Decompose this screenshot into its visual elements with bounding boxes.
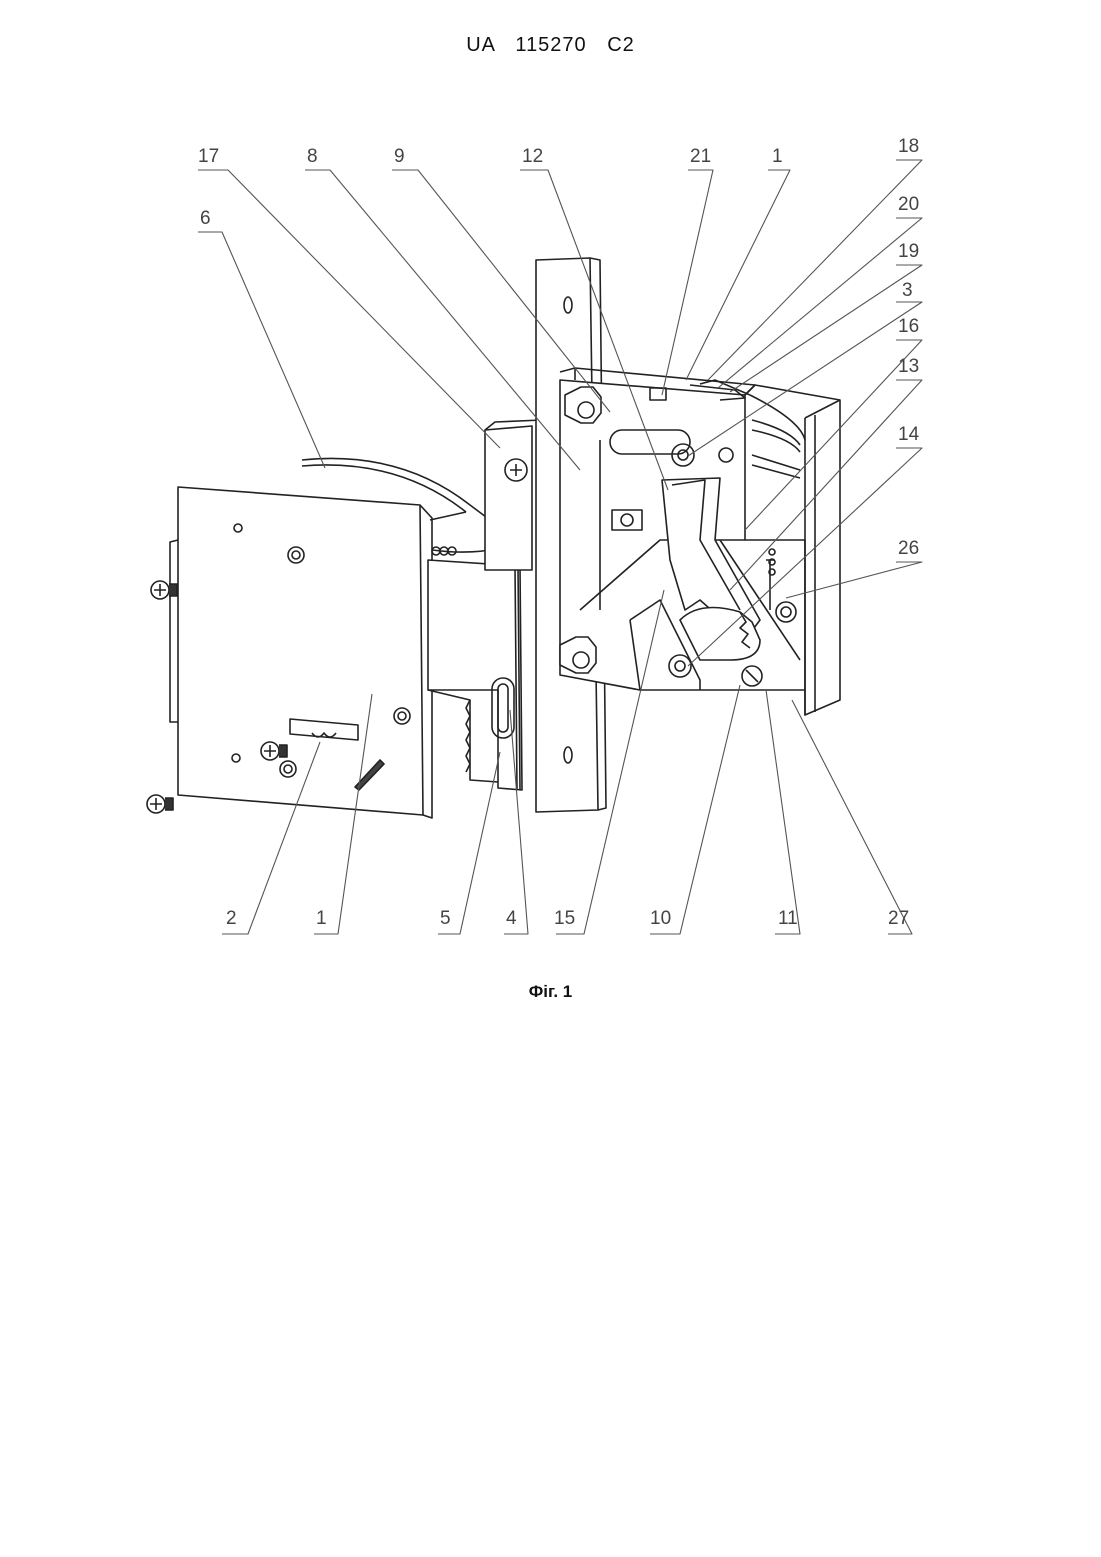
callout-label: 18 [898,136,919,157]
callout-label: 8 [307,146,318,167]
callout-label: 14 [898,424,920,445]
callout-label: 17 [198,146,219,167]
callout-label: 4 [506,908,517,929]
callout-label: 27 [888,908,909,929]
lock-housing [560,368,840,715]
callout-label: 15 [554,908,575,929]
callout-label: 3 [902,280,913,301]
callout-label: 11 [778,908,798,929]
callout-label: 19 [898,241,919,262]
callout-label: 1 [316,908,327,929]
callout-label: 9 [394,146,405,167]
callout-label: 21 [690,146,711,167]
callout-label: 2 [226,908,237,929]
callout-label: 12 [522,146,543,167]
callout-label: 6 [200,208,211,229]
latch-bolt [428,560,522,790]
callout-label: 1 [772,146,783,167]
callout-label: 20 [898,194,919,215]
cover-plate [170,487,432,818]
lock-mechanism-drawing: 17 8 9 12 21 1 18 20 19 3 16 13 14 6 26 … [0,0,1101,960]
drawing-body [147,160,922,934]
figure-caption: Фіг. 1 [0,982,1101,1002]
callout-label: 16 [898,316,919,337]
callout-label: 10 [650,908,671,929]
callout-label: 26 [898,538,919,559]
side-bracket [485,420,542,570]
callout-label: 5 [440,908,451,929]
callout-label: 13 [898,356,919,377]
